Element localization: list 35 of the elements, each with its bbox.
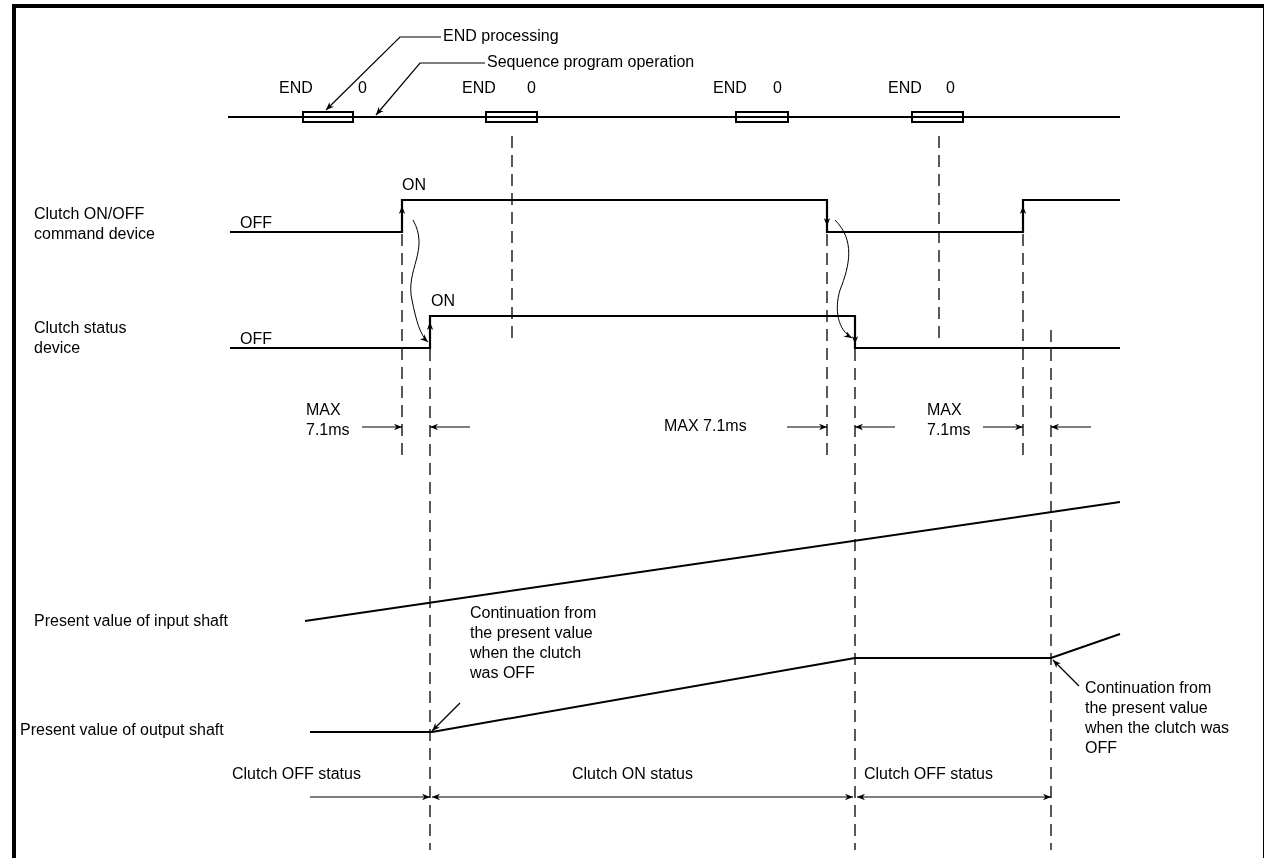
diagram-label: END: [279, 78, 313, 98]
diagram-label: END: [462, 78, 496, 98]
diagram-label: END: [713, 78, 747, 98]
diagram-label: MAX 7.1ms: [927, 400, 972, 440]
leader-line: [431, 702, 461, 732]
diagram-label: 0: [773, 78, 782, 98]
diagram-label: 0: [527, 78, 536, 98]
diagram-label: 0: [946, 78, 955, 98]
diagram-label: Present value of output shaft: [20, 720, 224, 740]
diagram-label: OFF: [240, 329, 272, 349]
diagram-label: MAX 7.1ms: [306, 400, 351, 440]
annotation-text: Sequence program operation: [487, 52, 717, 72]
annotation-text: Continuation from the present value when the clutch was OFF: [1085, 678, 1235, 758]
timeline-segment: [354, 116, 485, 118]
leader-line: [325, 36, 442, 111]
annotation-text: Continuation from the present value when the clutch was OFF: [470, 603, 608, 703]
end-processing-bar: [485, 111, 538, 123]
end-processing-bar: [911, 111, 964, 123]
diagram-label: Clutch ON status: [572, 764, 693, 784]
diagram-label: Clutch OFF status: [864, 764, 993, 784]
leader-line: [375, 62, 486, 116]
diagram-label: MAX 7.1ms: [664, 416, 747, 436]
diagram-label: Clutch status device: [34, 318, 128, 358]
diagram-label: END: [888, 78, 922, 98]
end-processing-bar: [735, 111, 789, 123]
diagram-label: ON: [431, 291, 455, 311]
diagram-label: Clutch OFF status: [232, 764, 361, 784]
diagram-label: Clutch ON/OFF command device: [34, 204, 156, 244]
annotation-text: END processing: [443, 26, 573, 46]
leader-line: [1052, 659, 1080, 687]
diagram-label: Present value of input shaft: [34, 611, 228, 631]
diagram-label: OFF: [240, 213, 272, 233]
diagram-label: ON: [402, 175, 426, 195]
end-processing-bar: [302, 111, 354, 123]
diagram-label: 0: [358, 78, 367, 98]
